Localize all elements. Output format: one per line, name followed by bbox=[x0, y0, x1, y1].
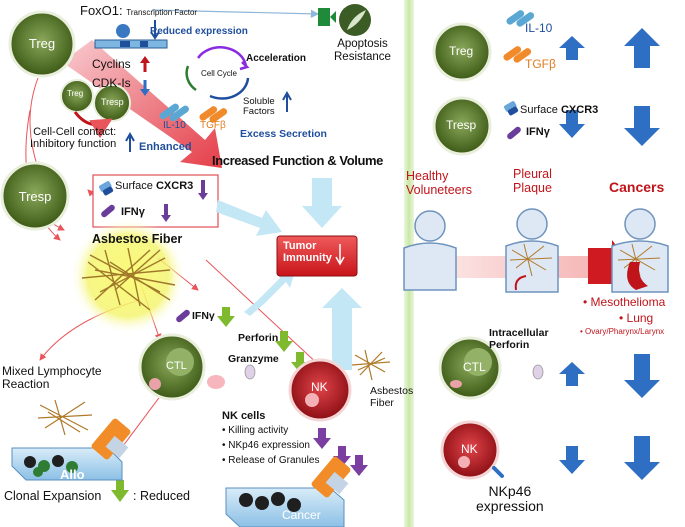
right-nk-label: NK bbox=[461, 442, 478, 456]
gene-bar bbox=[94, 39, 168, 49]
cyclins-label: Cyclins bbox=[92, 57, 131, 71]
tresp-cell-label-wrap: Tresp bbox=[2, 163, 68, 229]
treg-cell bbox=[8, 10, 76, 78]
asbestos-mlr-icon bbox=[37, 399, 93, 436]
tresp-cell bbox=[0, 161, 70, 231]
treg-label: Treg bbox=[28, 36, 56, 51]
ifng-label: IFNγ bbox=[192, 310, 215, 322]
ovary-label: • Ovary/Pharynx/Larynx bbox=[580, 327, 665, 336]
tgfb-pills-icon bbox=[199, 106, 228, 123]
reduced-label: : Reduced bbox=[133, 489, 190, 503]
clonal-expansion-label: Clonal Expansion bbox=[4, 489, 102, 503]
right-ctl-label: CTL bbox=[463, 360, 486, 374]
reduced-expression-label: Reduced expression bbox=[150, 26, 248, 37]
allo-culture-dish bbox=[11, 418, 131, 481]
excess-secretion-label: Excess Secretion bbox=[240, 128, 327, 140]
increase-arrow bbox=[62, 40, 222, 168]
acceleration-label: Acceleration bbox=[246, 53, 307, 64]
nk-label: NK bbox=[311, 380, 328, 394]
asbestos-small-icon bbox=[351, 349, 391, 381]
nk-item-nkp46: • NKp46 expression bbox=[222, 440, 310, 451]
cell-cycle-label: Cell Cycle bbox=[201, 69, 238, 78]
asbestos-fibers-icon bbox=[81, 247, 176, 311]
tresp-info-box bbox=[92, 174, 219, 228]
cancer-dish-label: Cancer bbox=[282, 508, 321, 522]
right-tgfb-label: TGFβ bbox=[525, 57, 556, 71]
right-nk-cell bbox=[440, 420, 500, 480]
allo-label: Allo bbox=[60, 467, 85, 482]
treg-small-label: Treg bbox=[67, 89, 84, 98]
right-treg-cell bbox=[432, 22, 492, 82]
granzyme-label: Granzyme bbox=[228, 353, 279, 365]
right-tresp-label: Tresp bbox=[446, 118, 477, 132]
tumor-mark bbox=[627, 262, 648, 290]
ifng-pill-icon bbox=[101, 204, 115, 218]
tresp-small-label: Tresp bbox=[101, 97, 124, 107]
increased-function-label: Increased Function & Volume bbox=[212, 153, 383, 168]
asbestos-fiber-label: Asbestos Fiber bbox=[92, 232, 183, 246]
ctl-label: CTL bbox=[166, 360, 187, 372]
right-ifng-label: IFNγ bbox=[526, 126, 550, 138]
nk-item-granules: • Release of Granules bbox=[222, 455, 320, 466]
lung-label: • Lung bbox=[619, 311, 654, 325]
transcription-factor-icon bbox=[116, 24, 130, 38]
plaque-fibers-icon bbox=[509, 243, 553, 277]
healthy-figure bbox=[403, 210, 457, 291]
cell-contact-label: Cell-Cell contact:Inhibitory function bbox=[30, 126, 117, 151]
cancer-culture-dish bbox=[225, 456, 351, 527]
cxcr3-receptor-icon bbox=[99, 181, 114, 196]
tresp-label: Tresp bbox=[18, 189, 52, 204]
il10-pills-icon bbox=[159, 103, 189, 122]
nk-cells-heading: NK cells bbox=[222, 410, 266, 422]
nk-cell bbox=[288, 358, 352, 422]
tumor-immunity-box bbox=[276, 235, 358, 277]
treg-cell-label-wrap: Treg bbox=[10, 12, 74, 76]
nk-item-killing: • Killing activity bbox=[222, 425, 289, 436]
nkp46-receptor-icon bbox=[492, 466, 504, 478]
cell-cycle-icon bbox=[185, 46, 250, 100]
right-treg-label: Treg bbox=[449, 44, 474, 58]
right-trend-arrows bbox=[559, 28, 660, 480]
tresp-ifng-label: IFNγ bbox=[121, 206, 145, 218]
cancers-label: Cancers bbox=[609, 179, 665, 195]
right-tresp-cell bbox=[432, 96, 492, 156]
right-surface-label: Surface CXCR3 bbox=[520, 104, 599, 116]
il10-label: IL-10 bbox=[163, 120, 186, 131]
foxo1-label: FoxO1: Transcription Factor bbox=[80, 3, 198, 18]
cdk-is-label: CDK-Is bbox=[92, 76, 131, 90]
right-il10-label: IL-10 bbox=[525, 21, 553, 35]
cancer-fibers-icon bbox=[617, 243, 661, 277]
tgfb-label: TGFβ bbox=[200, 120, 226, 131]
tresp-surface-label: Surface CXCR3 bbox=[115, 180, 194, 192]
perforin-label: Perforin bbox=[238, 332, 279, 344]
mesothelioma-label: • Mesothelioma bbox=[583, 295, 666, 309]
apoptosis-icon bbox=[318, 4, 371, 36]
light-blue-arrows bbox=[216, 178, 362, 370]
enhanced-label: Enhanced bbox=[139, 141, 192, 153]
